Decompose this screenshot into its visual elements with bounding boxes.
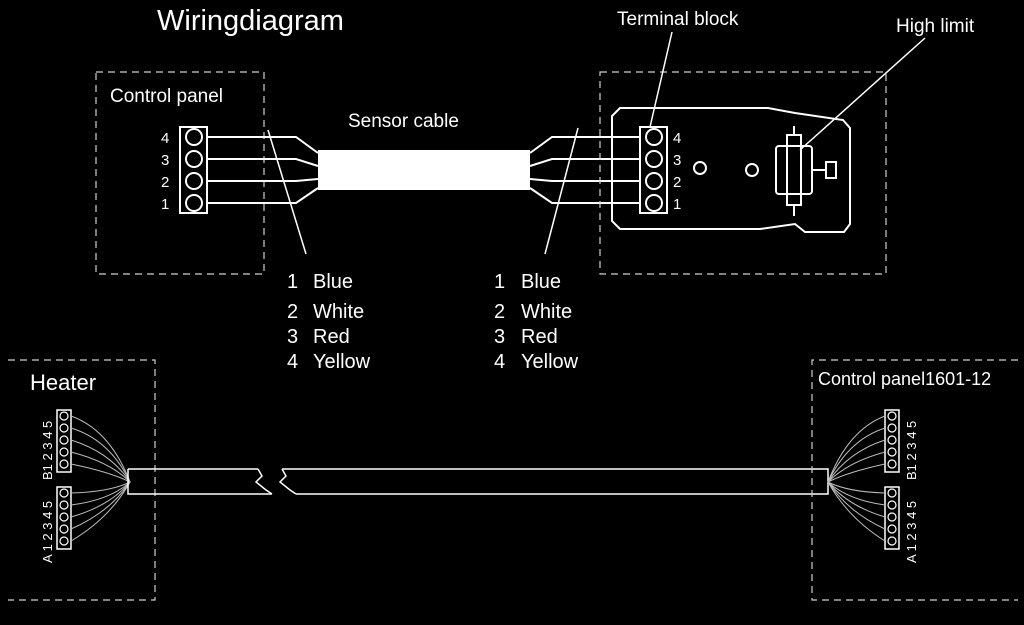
heater-label: Heater [30,370,96,395]
legend-number: 3 [287,326,298,348]
terminal-block-box [599,71,887,275]
terminal-number: 1 [673,196,681,213]
heater-connector-a [56,486,72,550]
right-wire-fan [529,136,640,204]
legend-color: Blue [521,271,561,293]
terminal-number: 4 [673,130,681,147]
legend-number: 4 [494,351,505,373]
terminal-number: 2 [161,174,169,191]
terminal-block-housing [611,107,851,233]
legend-color: Yellow [521,351,579,373]
legend-number: 2 [494,301,505,323]
legend-color: Yellow [313,351,371,373]
legend-color: White [313,301,364,323]
terminal-number: 3 [673,152,681,169]
heater-connector-b [56,409,72,473]
legend-number: 1 [494,271,505,293]
terminal-number: 4 [161,130,169,147]
legend-number: 3 [494,326,505,348]
legend-color: Red [313,326,350,348]
terminal-number: 1 [161,196,169,213]
control-panel-1601-label: Control panel1601-12 [818,369,991,389]
mounting-hole [693,161,707,175]
legend-left: 1 Blue 2 White 3 Red 4 Yellow [287,271,371,373]
sensor-cable-label: Sensor cable [348,111,459,132]
high-limit-label: High limit [896,16,975,37]
panel-connector-b [884,409,900,473]
connector-a-label: A 1 2 3 4 5 [904,501,919,563]
long-cable [127,468,829,495]
left-wire-fan [207,136,319,204]
terminal-block-leader [649,31,673,128]
heater-wire-fan [70,415,131,542]
legend-color: White [521,301,572,323]
heater-box [8,359,156,601]
connector-b-label: B1 2 3 4 5 [40,421,55,480]
mounting-hole [745,163,759,177]
sensor-cable [318,150,530,190]
diagram-title: Wiringdiagram [157,5,344,37]
connector-a-label: A 1 2 3 4 5 [40,501,55,563]
legend-color: Blue [313,271,353,293]
control-panel-1601-box [811,359,1018,601]
terminal-number: 3 [161,152,169,169]
high-limit-switch [775,126,837,216]
leader-line-right [544,127,579,255]
legend-number: 1 [287,271,298,293]
terminal-block-label: Terminal block [617,9,739,30]
control-panel-terminal-strip [179,126,208,214]
high-limit-leader [799,37,926,151]
legend-color: Red [521,326,558,348]
leader-line-left [267,129,307,255]
connector-b-label: B1 2 3 4 5 [904,421,919,480]
legend-number: 2 [287,301,298,323]
panel-wire-fan [827,415,886,542]
terminal-block-strip [639,126,668,214]
panel-connector-a [884,486,900,550]
control-panel-box [95,71,265,275]
legend-number: 4 [287,351,298,373]
control-panel-label: Control panel [110,86,223,107]
terminal-number: 2 [673,174,681,191]
legend-right: 1 Blue 2 White 3 Red 4 Yellow [494,271,579,373]
